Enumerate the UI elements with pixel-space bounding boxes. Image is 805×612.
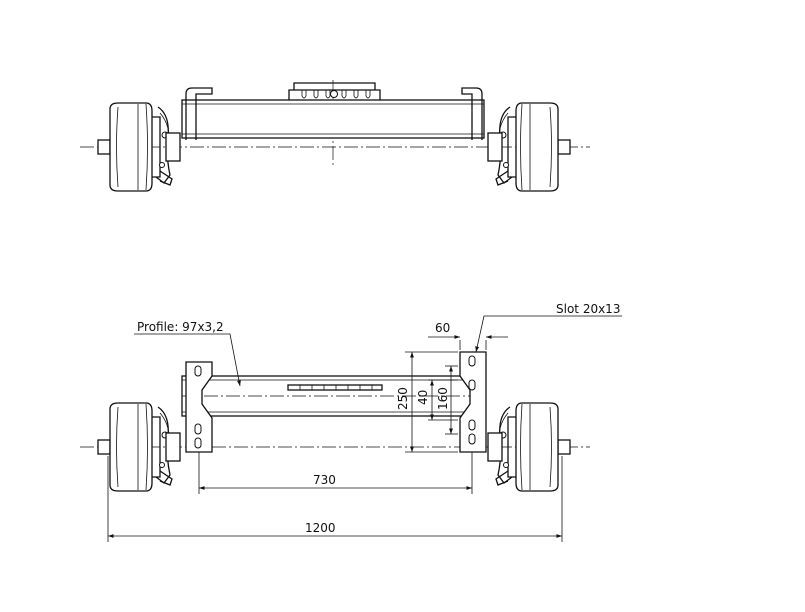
profile-label: Profile: 97x3,2 — [137, 320, 224, 334]
dim-1200: 1200 — [107, 456, 563, 542]
bottom-left-hub — [97, 402, 181, 492]
dim-60-label: 60 — [435, 321, 450, 335]
dim-730: 730 — [198, 452, 473, 494]
dim-160-label: 160 — [436, 387, 450, 410]
bottom-view: Profile: 97x3,2 Slot 20x13 60 250 — [80, 302, 622, 542]
top-center-bracket — [288, 82, 381, 100]
slot-20x13 — [468, 355, 476, 367]
dim-60: 60 — [428, 321, 508, 350]
top-axle-tube — [181, 99, 485, 139]
dim-1200-label: 1200 — [305, 521, 336, 535]
bottom-center-strip — [287, 384, 383, 391]
dim-vertical-group: 250 40 160 — [396, 351, 458, 453]
slot-label: Slot 20x13 — [556, 302, 620, 316]
bottom-right-plate — [459, 351, 487, 453]
dim-730-label: 730 — [313, 473, 336, 487]
dim-40-label: 40 — [416, 390, 430, 405]
top-left-bracket — [185, 87, 213, 140]
slot-annotation: Slot 20x13 — [475, 302, 622, 353]
dim-250-label: 250 — [396, 387, 410, 410]
bottom-left-plate — [185, 361, 213, 453]
top-left-hub — [97, 102, 181, 192]
profile-annotation: Profile: 97x3,2 — [134, 320, 241, 387]
bottom-right-hub — [487, 402, 571, 492]
top-right-bracket — [461, 87, 483, 140]
top-right-hub — [487, 102, 571, 192]
top-view — [80, 80, 590, 192]
